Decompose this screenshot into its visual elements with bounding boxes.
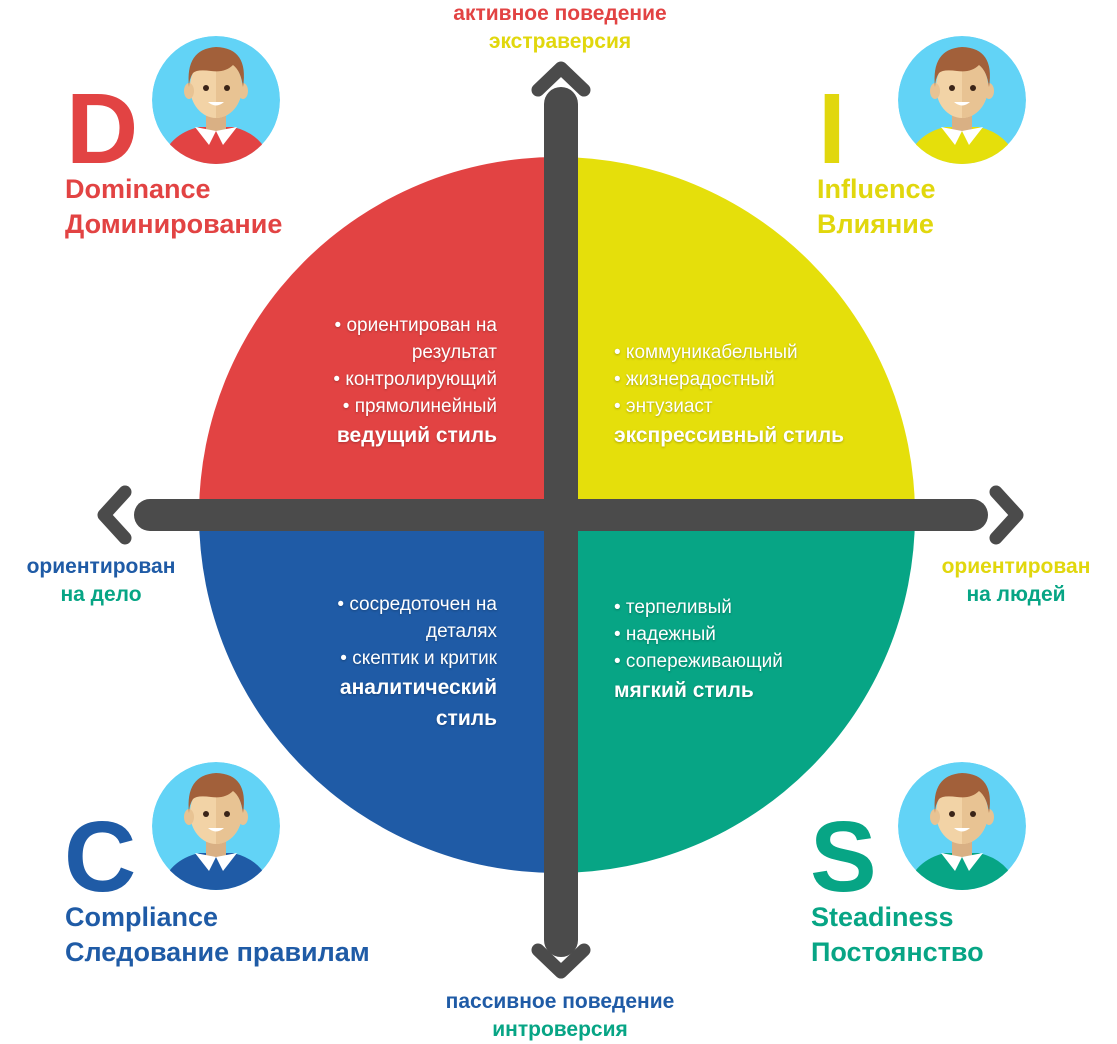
avatar-i [898,36,1026,164]
trait: результат [411,342,497,363]
arrow-down-icon [531,943,591,979]
type-ru: Доминирование [65,209,283,239]
axis-left-label: ориентирован на дело [0,553,202,609]
extraversion-label: экстраверсия [488,30,632,53]
quadrant-d [199,157,557,515]
introversion-label: интроверсия [492,1018,628,1041]
type-en: Dominance [65,174,211,204]
trait: • терпеливый [614,597,732,618]
type-ru: Постоянство [811,937,984,967]
trait: • ориентирован на [334,315,497,336]
trait: деталях [426,621,497,642]
arrow-up-icon [531,61,591,97]
type-ru: Влияние [817,209,934,239]
type-en: Compliance [65,902,219,932]
trait: • скептик и критик [340,648,497,669]
trait: • сопереживающий [614,651,783,672]
axis-bottom-label: пассивное поведение интроверсия [360,988,760,1044]
quadrant-i-text: • коммуникабельный • жизнерадостный • эн… [614,339,844,451]
axis-right-label: ориентирован на людей [915,553,1117,609]
quadrant-c [199,515,557,873]
trait: • сосредоточен на [337,594,497,615]
trait: • надежный [614,624,716,645]
quadrant-s [557,515,915,873]
letter-s: S [810,801,877,913]
people-label: на людей [966,583,1066,606]
type-en: Steadiness [811,902,954,932]
people-oriented-label: ориентирован [941,555,1091,578]
passive-behavior-label: пассивное поведение [445,990,675,1013]
quadrant-i [557,157,915,515]
avatar-d [152,36,280,164]
trait: • коммуникабельный [614,342,798,363]
axis-top-label: активное поведение экстраверсия [360,0,760,56]
active-behavior-label: активное поведение [453,2,667,25]
style-label: ведущий стиль [336,424,497,447]
trait: • энтузиаст [614,396,713,417]
avatar-s [898,762,1026,890]
arrow-right-icon [989,485,1024,545]
quadrant-s-text: • терпеливый • надежный • сопереживающий… [614,594,783,706]
avatar-c [152,762,280,890]
quadrant-c-text: • сосредоточен на деталях • скептик и кр… [337,591,497,734]
style-label: мягкий стиль [614,679,754,702]
trait: • прямолинейный [342,396,497,417]
trait: • контролирующий [333,369,497,390]
letter-i: I [818,73,846,185]
type-ru: Следование правилам [65,937,370,967]
task-label: на дело [60,583,142,606]
style-label: экспрессивный стиль [614,424,845,447]
letter-c: C [64,801,137,913]
letter-d: D [66,73,139,185]
task-oriented-label: ориентирован [26,555,176,578]
quadrant-d-text: • ориентирован на результат • контролиру… [333,312,497,451]
trait: • жизнерадостный [614,369,775,390]
style-label: аналитический [339,676,497,699]
style-label: стиль [435,707,497,730]
type-en: Influence [817,174,936,204]
arrow-left-icon [97,485,132,545]
